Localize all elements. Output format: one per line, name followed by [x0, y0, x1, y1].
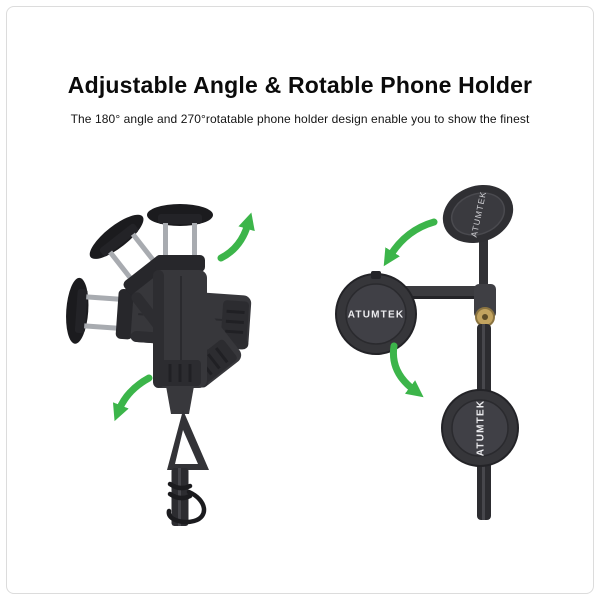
- magnetic-disc-top: ATUMTEK: [442, 184, 514, 244]
- brand-label-middle: ATUMTEK: [348, 310, 405, 321]
- disc-notch: [371, 271, 381, 279]
- rotation-arrow-left: [383, 218, 438, 267]
- rotation-arrow-down: [112, 374, 153, 422]
- rotation-arrow-right: [389, 342, 424, 398]
- charging-cable: [166, 481, 207, 525]
- holder-neck: [166, 386, 194, 414]
- hinge-pin-center: [482, 314, 488, 320]
- brand-label-bottom: ATUMTEK: [476, 400, 487, 457]
- clamp-position-vertical: [145, 202, 215, 526]
- clamp-rotation-illustration: [62, 202, 255, 526]
- rotation-arrow-up: [217, 212, 255, 262]
- headline: Adjustable Angle & Rotable Phone Holder: [67, 72, 533, 98]
- magnetic-disc-middle: ATUMTEK: [335, 271, 417, 355]
- header: Adjustable Angle & Rotable Phone Holder …: [0, 0, 600, 126]
- arm-shadow-edge: [384, 296, 490, 299]
- subheadline: The 180° angle and 270°rotatable phone h…: [70, 112, 530, 126]
- holder-bar: [479, 224, 488, 300]
- holder-kickstand: [167, 410, 209, 470]
- magnetic-disc-bottom: ATUMTEK: [441, 389, 519, 467]
- disc-rotation-illustration: ATUMTEK ATUMTEK ATUMTEK: [335, 184, 519, 520]
